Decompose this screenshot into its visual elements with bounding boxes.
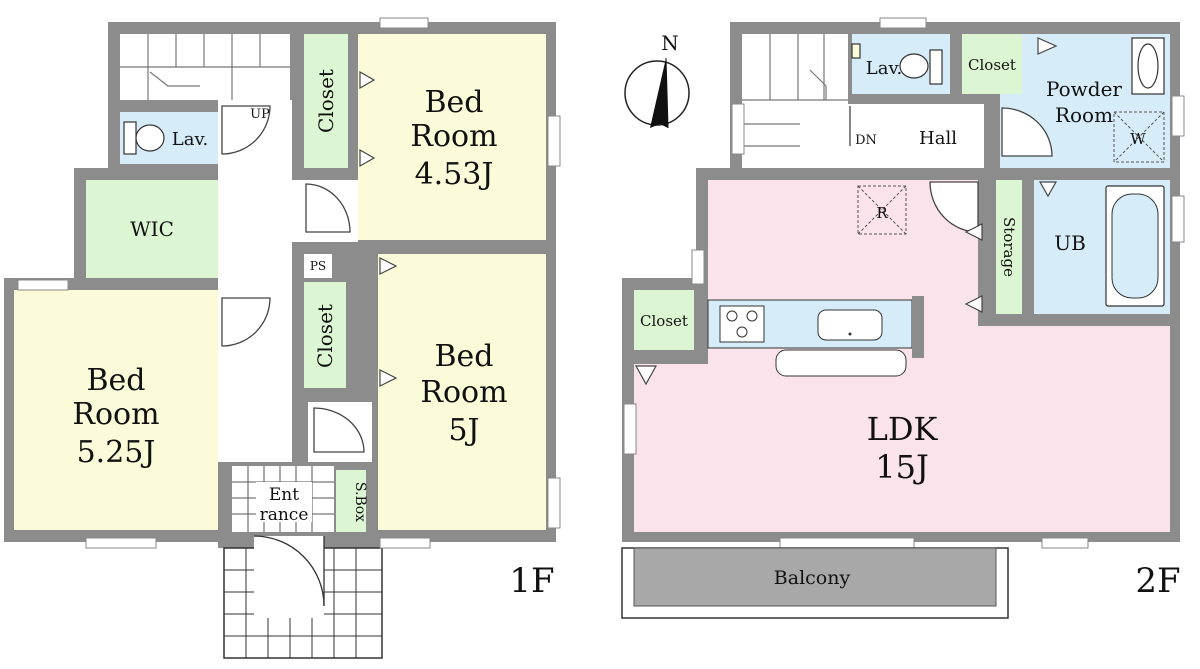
refrigerator-label: R [876, 204, 888, 222]
stair-area-2f [742, 34, 848, 168]
floor-2-labels: LDK 15J Lav. Closet Powder Room W Hall D… [640, 56, 1181, 601]
closet-1f-b-label: Closet [313, 304, 337, 368]
porch [223, 535, 383, 659]
sink [817, 309, 883, 341]
entrance-line2: rance [260, 505, 309, 525]
lav-sink-1f [123, 121, 165, 155]
north-arrow-icon [650, 58, 668, 128]
doors-1f [221, 105, 365, 453]
bed-a-line1: Bed [424, 85, 483, 120]
powder-line2: Room [1055, 103, 1113, 127]
toilet [1131, 37, 1165, 95]
windows-1f [17, 17, 561, 549]
bedroom-c [14, 290, 218, 530]
balcony-label: Balcony [774, 567, 851, 589]
bed-a-size: 4.53J [415, 157, 494, 192]
hall-2f-label: Hall [919, 128, 957, 149]
shoe-box [336, 470, 366, 532]
closet-2f-b [634, 290, 694, 350]
closet-2f-a-label: Closet [968, 56, 1016, 74]
bedroom-b [378, 254, 546, 530]
bed-c-line2: Room [72, 397, 159, 432]
bed-c-size: 5.25J [77, 435, 156, 470]
closet-1f-b [304, 282, 346, 388]
windows-2f [623, 17, 1185, 549]
floor-1 [4, 17, 561, 659]
lav-1f-label: Lav. [172, 129, 208, 150]
powder-line1: Powder [1046, 77, 1122, 101]
stairs-2f [742, 34, 848, 147]
floor-2 [621, 17, 1185, 619]
storage-2f [996, 180, 1022, 314]
ps-box [304, 254, 332, 278]
hall-2f [848, 104, 984, 168]
closet-1f-a-label: Closet [314, 69, 338, 133]
up-label: UP [250, 107, 270, 122]
closet-1f-a [304, 34, 348, 168]
sbox-label: S.Box [352, 482, 368, 522]
hall-1f [218, 100, 292, 462]
wic-room [86, 180, 218, 278]
closet-2f-b-label: Closet [640, 312, 688, 330]
stove [719, 305, 765, 343]
balcony [621, 547, 1009, 619]
stairs-1f [120, 34, 290, 100]
washer-label: W [1130, 130, 1146, 148]
compass: N [624, 31, 690, 129]
ldk-size: 15J [875, 448, 929, 486]
bedroom-a [358, 34, 546, 240]
closet-door-marks-1f [359, 70, 398, 387]
bed-b-line2: Room [420, 375, 507, 410]
storage-label: Storage [1000, 217, 1018, 277]
floor-2-label: 2F [1135, 561, 1180, 601]
bed-a-line2: Room [410, 119, 497, 154]
lav-sink-2f [851, 43, 943, 85]
entrance-line1: Ent [269, 485, 299, 505]
bed-b-line1: Bed [434, 339, 493, 374]
refrigerator-space [857, 185, 907, 235]
north-label: N [661, 31, 679, 55]
ps-label: PS [310, 259, 326, 273]
washer-space [1113, 111, 1165, 163]
dn-label: DN [855, 133, 877, 148]
bed-b-size: 5J [448, 413, 479, 448]
floor-1-label: 1F [509, 561, 554, 601]
bed-c-line1: Bed [86, 363, 145, 398]
floor-1-labels: Bed Room 4.53J Bed Room 5J Bed Room 5.25… [72, 69, 554, 601]
lav-2f-label: Lav. [866, 58, 902, 79]
ub-label: UB [1054, 231, 1086, 255]
wic-label: WIC [130, 217, 174, 241]
ldk-label: LDK [867, 410, 939, 448]
closet-door-marks-2f [634, 37, 1058, 386]
